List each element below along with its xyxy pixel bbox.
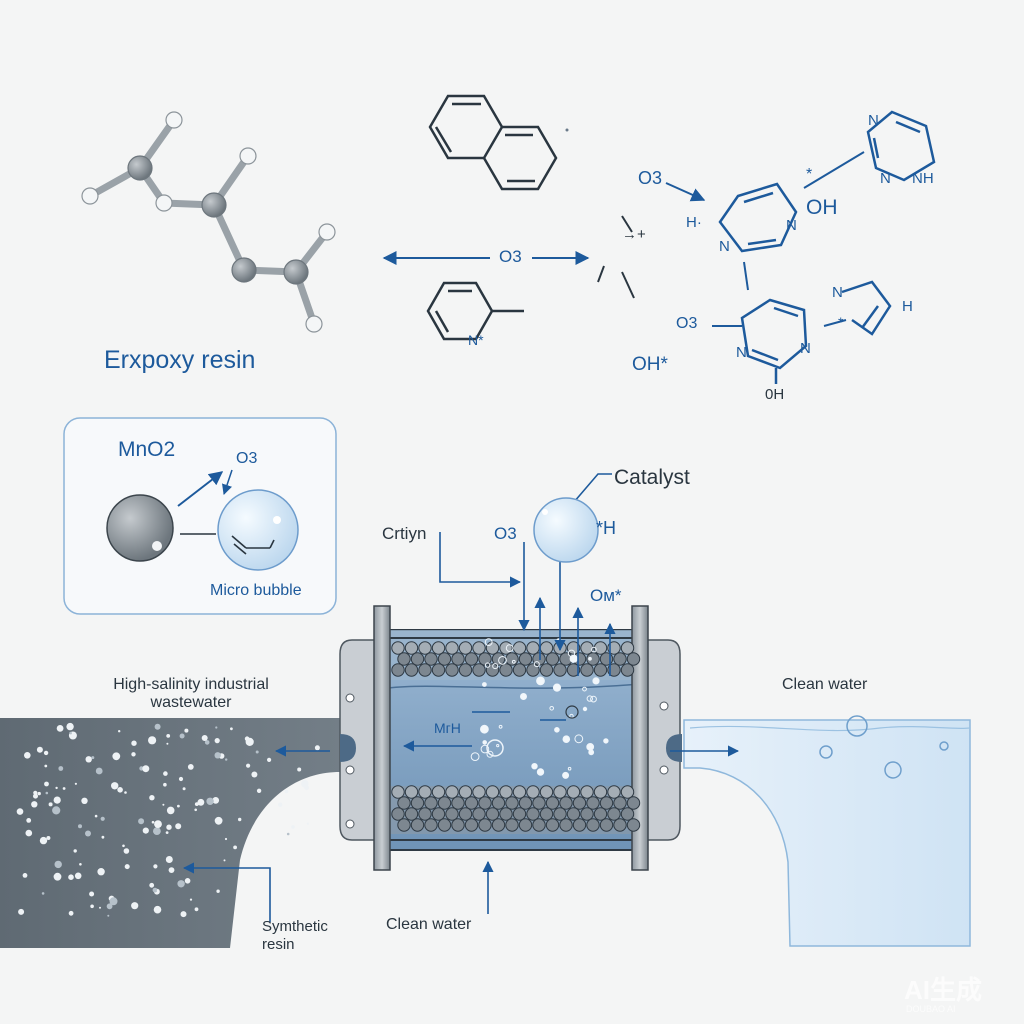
reactor-h-label: *H bbox=[596, 518, 617, 538]
micro-bubble-label: Micro bubble bbox=[210, 582, 302, 599]
clean-water-bottom-label: Clean water bbox=[386, 916, 472, 933]
naphthalene-structure bbox=[428, 94, 558, 191]
pyrimidine-top bbox=[718, 182, 798, 253]
catalyst-pellets-top bbox=[391, 641, 641, 677]
o3-arrow-label: O3 bbox=[499, 247, 522, 266]
lower-o3-label: O3 bbox=[676, 315, 698, 332]
triazine-n2: N bbox=[880, 170, 891, 187]
watermark-main: AI生成 bbox=[904, 975, 983, 1005]
top-n-right: N bbox=[786, 217, 797, 234]
wastewater-label: High-salinity industrial wastewater bbox=[113, 676, 269, 711]
fragment-h-label: H bbox=[902, 298, 913, 315]
pyridine-structure bbox=[426, 281, 524, 341]
clean-water-stream bbox=[683, 719, 971, 947]
epoxy-resin-label: Erxpoxy resin bbox=[104, 346, 256, 374]
catalyst-label: Catalyst bbox=[614, 466, 690, 489]
fragment-structure bbox=[841, 280, 892, 336]
reactor-m-label: MгH bbox=[434, 720, 461, 736]
top-n-left: N bbox=[719, 238, 730, 255]
top-h-label: H· bbox=[686, 214, 702, 231]
watermark-sub: DOUBAO AI bbox=[906, 1004, 956, 1014]
wastewater-particles bbox=[16, 722, 320, 918]
top-star-label: * bbox=[806, 166, 813, 183]
pyridine-n-label: N* bbox=[468, 332, 484, 348]
watermark: AI生成 bbox=[904, 970, 982, 1007]
fragment-arrow-label: →+ bbox=[622, 226, 646, 243]
top-oh-label: OH bbox=[806, 196, 838, 219]
fragment-n-label: N bbox=[832, 284, 843, 301]
triazine-nh: NH bbox=[912, 170, 934, 187]
triazine-n1: N bbox=[868, 112, 879, 129]
pyrimidine-lower bbox=[740, 298, 808, 384]
reactor-o-radical-label: Oм* bbox=[590, 586, 622, 605]
inset-o3-label: O3 bbox=[236, 450, 258, 467]
crtiyn-label: Crtiyn bbox=[382, 524, 427, 543]
epoxy-molecule bbox=[81, 111, 336, 333]
lower-oh-star-label: OH* bbox=[632, 354, 668, 375]
lower-n-right: N bbox=[800, 340, 811, 357]
inset-title: MnO2 bbox=[118, 438, 176, 461]
lower-n-left: N bbox=[736, 344, 747, 361]
fragment-star-label: * bbox=[838, 314, 844, 330]
synthetic-resin-label: Symthetic resin bbox=[262, 918, 328, 953]
clean-water-right-label: Clean water bbox=[782, 676, 868, 693]
mno2-particle-icon bbox=[106, 494, 174, 562]
reactor-o3-label: O3 bbox=[494, 524, 517, 543]
micro-bubble-icon bbox=[217, 489, 299, 571]
lower-oh-label: 0H bbox=[765, 386, 785, 403]
catalyst-pellets-bottom bbox=[391, 785, 641, 832]
triazine-structure bbox=[866, 110, 936, 182]
catalyst-bubble-icon bbox=[533, 497, 599, 563]
top-o3-label: O3 bbox=[638, 168, 663, 188]
